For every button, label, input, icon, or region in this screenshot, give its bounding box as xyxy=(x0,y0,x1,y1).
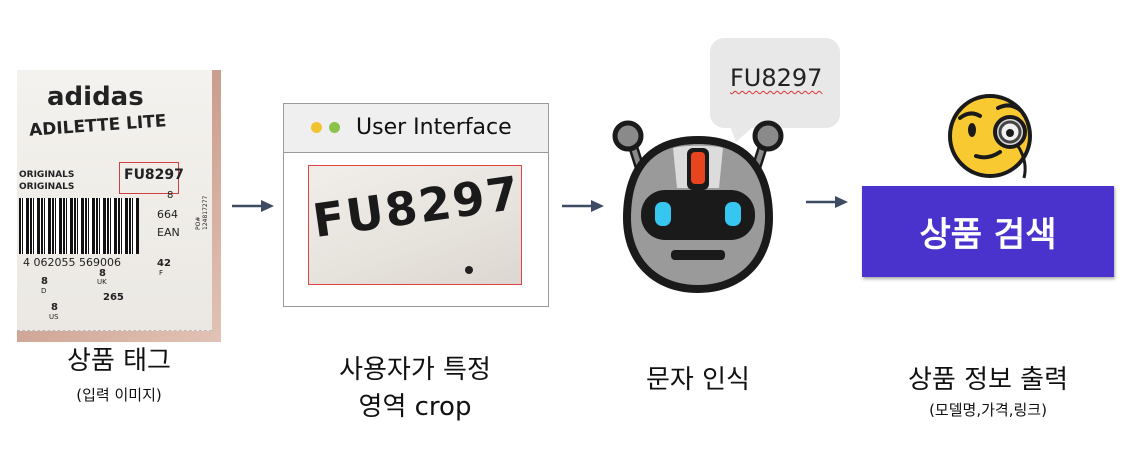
crop-region[interactable]: FU8297 xyxy=(308,165,522,285)
tag-num-2: 664 xyxy=(157,208,178,221)
label-d: D xyxy=(41,287,47,295)
step1-subcaption: (입력 이미지) xyxy=(76,386,162,404)
arrow-3 xyxy=(806,196,848,208)
step2-caption-line2: 영역 crop xyxy=(358,392,472,422)
tag-side-text: PO# 124817277 xyxy=(195,195,209,230)
product-search-label: 상품 검색 xyxy=(919,215,1057,255)
label-uk: UK xyxy=(97,278,107,286)
size-f: 42 xyxy=(157,258,171,269)
label-f: F xyxy=(159,269,164,277)
tag-code-highlight xyxy=(119,162,179,194)
speech-bubble-text: FU8297 xyxy=(730,64,823,92)
ui-window-title: User Interface xyxy=(356,115,512,140)
window-dot-green xyxy=(329,122,340,133)
tag-model: ADILETTE LITE xyxy=(28,111,168,141)
step4-caption: 상품 정보 출력 xyxy=(907,365,1069,395)
tag-originals-1: ORIGINALS xyxy=(19,170,75,180)
tag-brand: adidas xyxy=(47,82,144,112)
ui-titlebar: User Interface xyxy=(284,104,548,153)
tag-num-3: EAN xyxy=(157,226,180,239)
size-us: 8 xyxy=(51,302,58,313)
crop-text: FU8297 xyxy=(309,165,522,248)
step1-caption: 상품 태그 xyxy=(67,346,171,376)
step3-caption: 문자 인식 xyxy=(646,365,750,395)
barcode xyxy=(19,198,139,254)
robot-icon xyxy=(612,120,784,293)
tag-num-1: 8 xyxy=(167,190,174,201)
product-tag-photo: adidas ADILETTE LITE ORIGINALS ORIGINALS… xyxy=(17,70,221,342)
tag-code: FU8297 xyxy=(124,167,184,183)
step4-subcaption: (모델명,가격,링크) xyxy=(929,401,1047,419)
face-with-monocle-icon xyxy=(948,94,1032,179)
label-us: US xyxy=(49,313,59,321)
barcode-digits: 4 062055 569006 xyxy=(23,256,121,269)
speech-bubble xyxy=(710,38,840,142)
window-dot-yellow xyxy=(311,122,322,133)
product-search-button[interactable]: 상품 검색 xyxy=(862,186,1114,277)
size-mm: 265 xyxy=(103,292,124,303)
arrow-1 xyxy=(232,200,274,212)
crop-dot xyxy=(465,266,473,274)
tag-originals-2: ORIGINALS xyxy=(19,182,75,192)
tag-paper: adidas ADILETTE LITE ORIGINALS ORIGINALS… xyxy=(17,70,212,331)
ui-window: User Interface FU8297 xyxy=(283,103,549,307)
size-uk: 8 xyxy=(99,268,106,279)
arrow-2 xyxy=(562,200,604,212)
size-d: 8 xyxy=(41,276,48,287)
step2-caption-line1: 사용자가 특정 xyxy=(339,355,491,385)
